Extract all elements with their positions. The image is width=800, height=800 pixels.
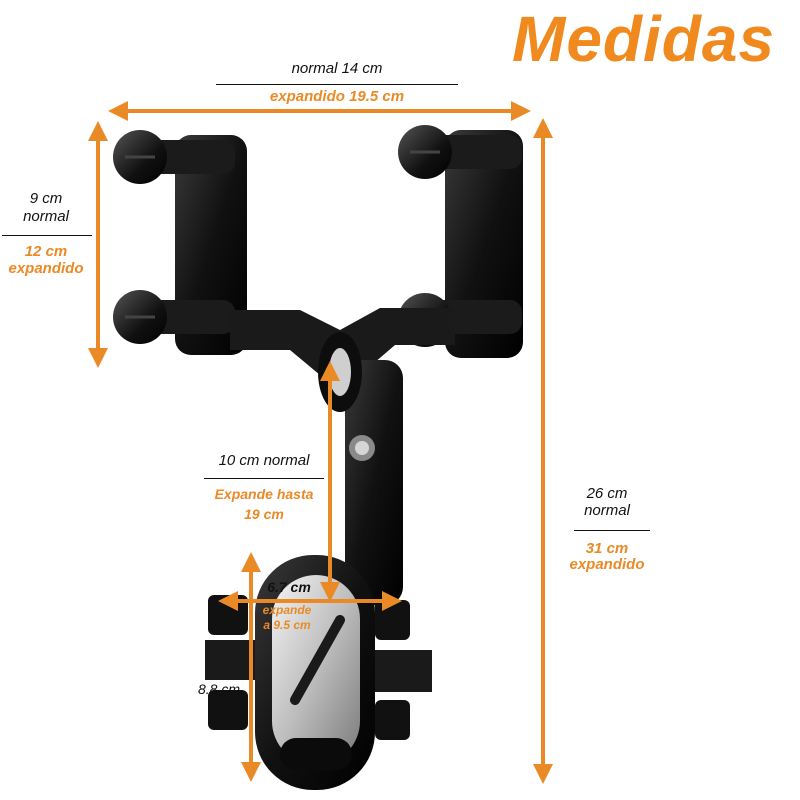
clamp-height-normal-value: 9 cm (29, 190, 63, 207)
arm-expanded-line1: Expande hasta (214, 486, 314, 502)
total-height-normal-word: normal (584, 502, 630, 519)
total-height-divider (574, 530, 650, 531)
total-height-expanded-value: 31 cm (585, 540, 629, 557)
arm-expanded-line2: 19 cm (244, 506, 284, 522)
clamp-height-expanded-word: expandido (8, 260, 84, 277)
arm-divider (204, 478, 324, 479)
clamp-height-normal-word: normal (23, 208, 69, 225)
arm-normal-label: 10 cm normal (218, 452, 310, 469)
extension-arm (345, 360, 403, 605)
cradle-height-label: 8.8 cm (198, 681, 241, 697)
cradle-width-normal-label: 6.7 cm (267, 579, 311, 595)
phone-cradle (205, 555, 432, 790)
clamp-height-divider (2, 235, 92, 236)
width-divider (216, 84, 458, 85)
page-title: Medidas (512, 3, 776, 75)
total-height-normal-value: 26 cm (586, 485, 628, 502)
cradle-width-expanded-line1: expande (262, 603, 312, 617)
total-height-expanded-word: expandido (569, 556, 645, 573)
cradle-width-expanded-line2: a 9.5 cm (263, 618, 311, 632)
width-normal-label: normal 14 cm (291, 60, 383, 77)
left-clamp-jaw (113, 130, 247, 355)
width-expanded-label: expandido 19.5 cm (269, 88, 405, 105)
clamp-height-expanded-value: 12 cm (24, 243, 68, 260)
